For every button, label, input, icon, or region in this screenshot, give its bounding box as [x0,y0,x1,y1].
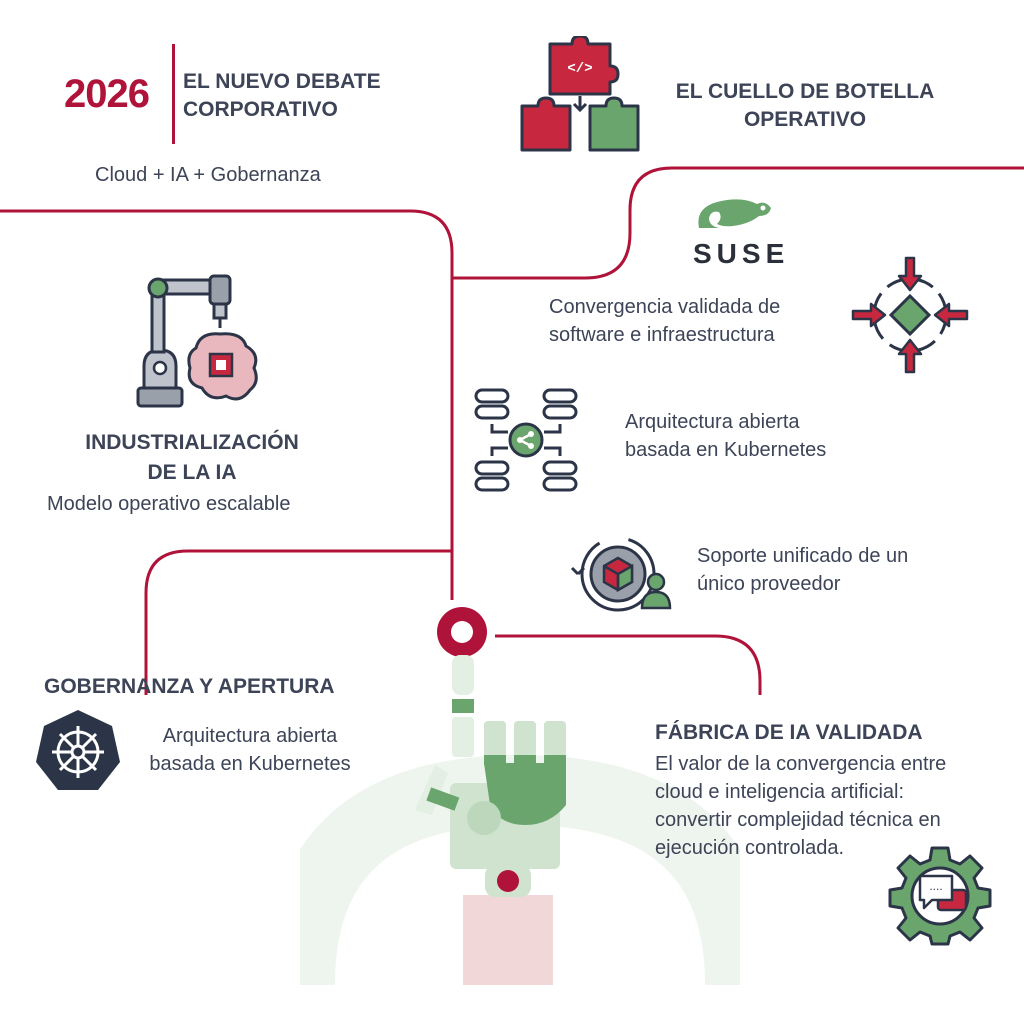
open-architecture-line1: Arquitectura abierta [625,411,800,433]
robot-arm-brain-icon [136,274,258,408]
server-network-icon [474,388,578,492]
industrialization-title-line2: DE LA IA [147,461,237,484]
suse-logo-text: SUSE [693,238,790,269]
open-architecture-line2: basada en Kubernetes [625,439,827,461]
convergence-text-line2: software e infraestructura [549,324,775,346]
svg-text:....: .... [929,879,942,893]
governance-text: Arquitectura abierta basada en Kubernete… [134,722,366,778]
robot-hand-illustration [300,655,740,985]
factory-text-line1: El valor de la convergencia entre [655,753,947,775]
factory-title: FÁBRICA DE IA VALIDADA [655,721,923,744]
support-text-line1: Soporte unificado de un [697,545,909,567]
convergence-text-line1: Convergencia validada de [549,296,781,318]
support-cube-icon [570,536,672,612]
gear-chat-icon: .... [888,846,992,946]
header-subtitle: Cloud + IA + Gobernanza [95,164,321,186]
suse-chameleon-icon [698,199,771,228]
industrialization-subtitle: Modelo operativo escalable [47,493,291,515]
convergence-text: Convergencia validada de software e infr… [549,293,780,349]
industrialization-title-line1: INDUSTRIALIZACIÓN [85,431,299,454]
year-label: 2026 [64,72,150,116]
bottleneck-title: EL CUELLO DE BOTELLA OPERATIVO [655,78,955,134]
bottleneck-title-line2: OPERATIVO [743,108,867,131]
factory-text-line4: ejecución controlada. [655,837,845,859]
governance-text-line2: basada en Kubernetes [149,753,351,775]
governance-title: GOBERNANZA Y APERTURA [44,675,335,698]
svg-text:</>: </> [567,61,592,77]
support-text: Soporte unificado de un único proveedor [697,542,908,598]
support-text-line2: único proveedor [697,573,841,595]
header-title-line2: CORPORATIVO [183,98,338,121]
factory-text-line2: cloud e inteligencia artificial: [655,781,905,803]
header-title-line1: EL NUEVO DEBATE [183,70,381,93]
header-title: EL NUEVO DEBATE CORPORATIVO [183,68,381,124]
converge-arrows-icon [851,256,969,374]
factory-text-line3: convertir complejidad técnica en [655,809,941,831]
bottleneck-title-line1: EL CUELLO DE BOTELLA [675,80,935,103]
open-architecture-text: Arquitectura abierta basada en Kubernete… [625,408,826,464]
header-divider [172,44,175,144]
factory-text: El valor de la convergencia entre cloud … [655,750,946,862]
governance-text-line1: Arquitectura abierta [162,725,338,747]
kubernetes-helm-icon [36,710,120,790]
puzzle-code-icon: </> [520,36,640,152]
industrialization-title: INDUSTRIALIZACIÓN DE LA IA [72,428,312,488]
